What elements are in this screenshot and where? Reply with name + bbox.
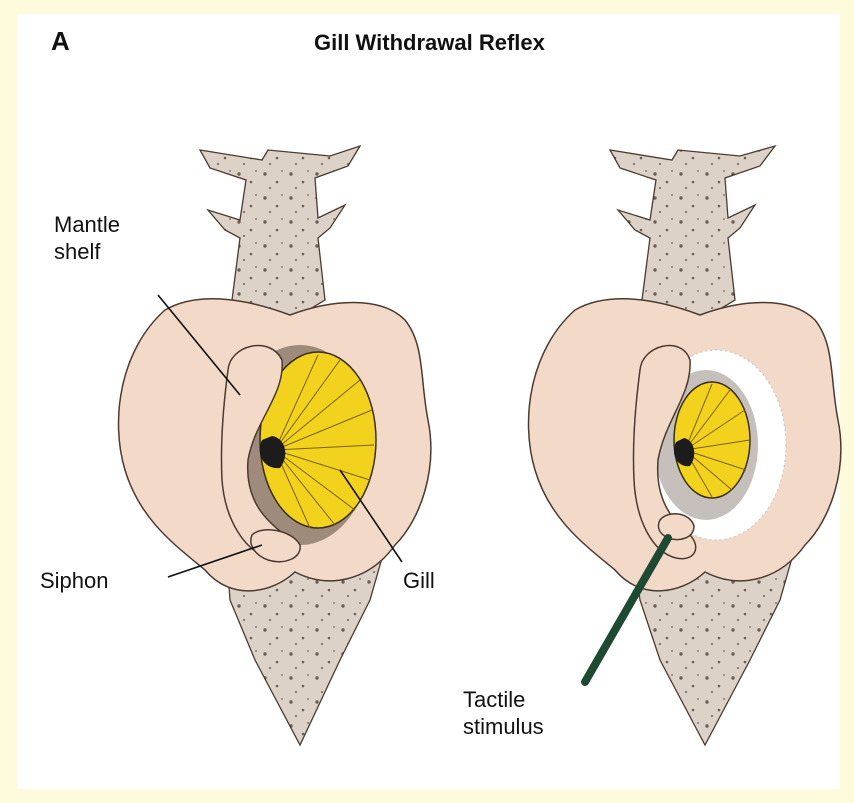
label-tactile-stimulus-line2: stimulus [463,713,544,740]
panel-letter: A [51,26,70,57]
siphon-right [658,514,694,540]
label-tactile-stimulus: Tactile stimulus [463,686,544,740]
label-mantle-shelf: Mantle shelf [54,211,120,265]
label-siphon: Siphon [40,567,109,594]
label-mantle-shelf-line1: Mantle [54,211,120,238]
label-mantle-shelf-line2: shelf [54,238,120,265]
figure-title: Gill Withdrawal Reflex [314,30,545,56]
label-gill: Gill [403,567,435,594]
aplysia-right [528,146,840,745]
aplysia-left [118,146,430,745]
label-tactile-stimulus-line1: Tactile [463,686,544,713]
